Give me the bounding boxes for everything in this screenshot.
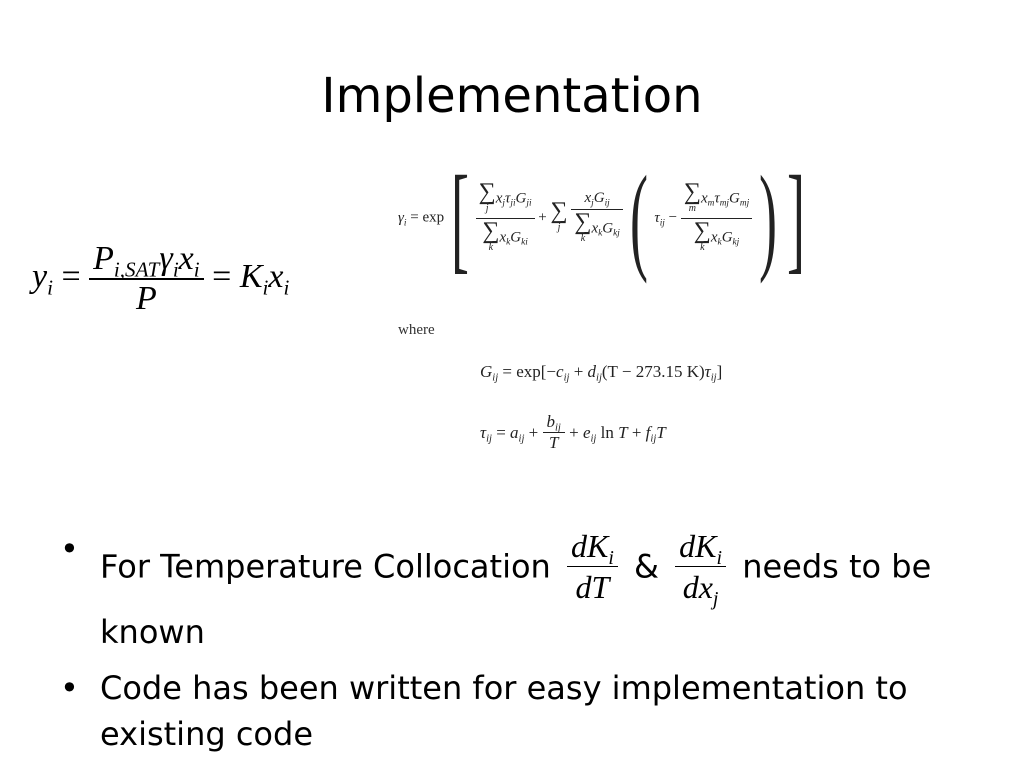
gamma-plus: + bbox=[538, 209, 547, 226]
g-equation: Gij = exp[−cij + dij(T − 273.15 K)τij] bbox=[480, 362, 723, 384]
bullet-item-2: • Code has been written for easy impleme… bbox=[60, 665, 990, 757]
gamma-lhs: γi bbox=[398, 209, 407, 228]
right-bracket: ] bbox=[786, 151, 805, 284]
main-equation: yi = Pi,SATγixi P = Kixi bbox=[32, 240, 289, 318]
derivative-dk-dx: dKi dxj bbox=[675, 526, 727, 609]
bullet-item-1: • For Temperature Collocation dKi dT & d… bbox=[60, 526, 932, 651]
sum-j: ∑j bbox=[478, 178, 496, 214]
left-bracket: [ bbox=[450, 151, 469, 284]
sum-m: ∑m bbox=[683, 178, 701, 214]
eq-equals-2: = bbox=[212, 257, 232, 295]
eq-numerator: Pi,SATγixi bbox=[93, 240, 200, 282]
eq-lhs: yi bbox=[32, 257, 53, 300]
sum-k: ∑k bbox=[482, 217, 500, 253]
bullet-list: • For Temperature Collocation dKi dT & d… bbox=[60, 526, 990, 767]
derivative-dk-dt: dKi dT bbox=[567, 526, 618, 607]
eq-denominator: P bbox=[89, 278, 204, 318]
bullet-dot: • bbox=[60, 530, 79, 568]
sum-j-outer: ∑j bbox=[550, 198, 568, 233]
eq-equals: = bbox=[61, 257, 81, 295]
eq-rhs: Kixi bbox=[239, 257, 290, 300]
slide-title: Implementation bbox=[321, 68, 703, 124]
gamma-minus: − bbox=[668, 209, 678, 226]
bullet-dot: • bbox=[60, 669, 79, 707]
b-over-t: bij T bbox=[542, 412, 565, 453]
tau-ij: τij bbox=[654, 209, 665, 228]
left-paren: ( bbox=[629, 151, 648, 284]
tau-equation: τij = aij + bij T + eij ln T + fijT bbox=[480, 412, 666, 453]
right-paren: ) bbox=[758, 151, 777, 284]
where-label: where bbox=[398, 322, 435, 338]
gamma-exp: = exp bbox=[410, 209, 445, 226]
eq-fraction: Pi,SATγixi P bbox=[89, 240, 204, 318]
